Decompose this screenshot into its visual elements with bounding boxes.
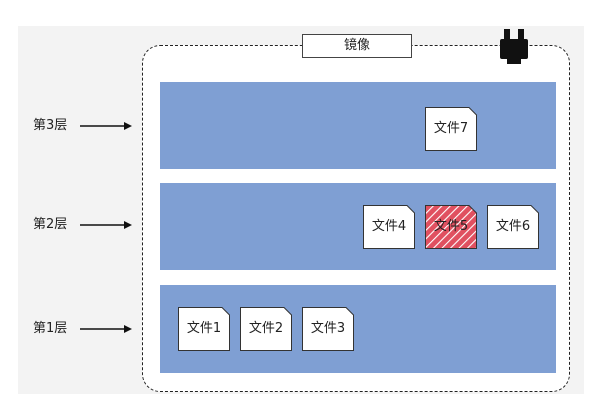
arrow-right-icon [80, 122, 132, 130]
arrow-right-icon [80, 325, 132, 333]
file-card: 文件3 [302, 307, 354, 351]
file-label: 文件5 [433, 219, 469, 234]
file-card: 文件1 [178, 307, 230, 351]
layer-3 [160, 82, 556, 169]
file-label: 文件2 [248, 321, 284, 336]
image-title: 镜像 [302, 34, 412, 58]
plug-icon [500, 29, 528, 64]
file-card-highlighted: 文件5 [425, 205, 477, 249]
layer-label-3: 第3层 [33, 118, 68, 133]
file-label: 文件1 [186, 321, 222, 336]
file-label: 文件4 [371, 219, 407, 234]
file-card: 文件4 [363, 205, 415, 249]
file-label: 文件6 [495, 219, 531, 234]
arrow-right-icon [80, 221, 132, 229]
file-label: 文件7 [433, 121, 469, 136]
file-card: 文件7 [425, 107, 477, 151]
file-card: 文件2 [240, 307, 292, 351]
layer-label-1: 第1层 [33, 321, 68, 336]
layer-label-2: 第2层 [33, 217, 68, 232]
file-card: 文件6 [487, 205, 539, 249]
file-label: 文件3 [310, 321, 346, 336]
